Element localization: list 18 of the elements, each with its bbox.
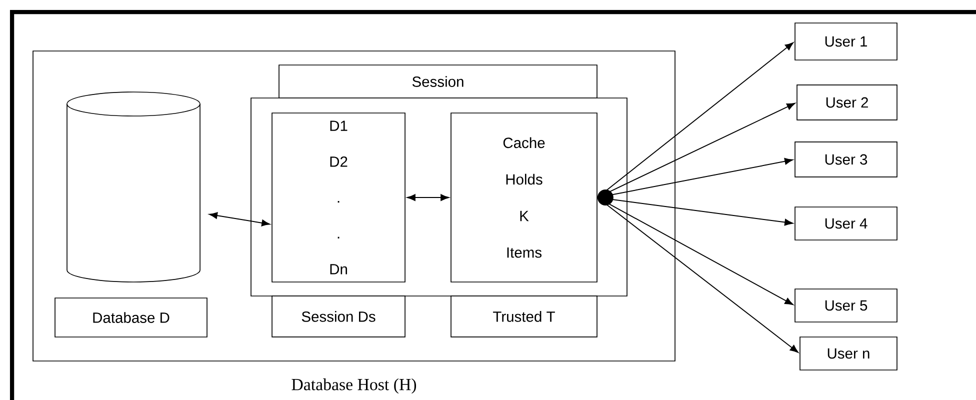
arrow (406, 194, 450, 201)
label-box: Database D (54, 298, 208, 338)
label-box: Session (278, 64, 598, 98)
database-cylinder (66, 92, 200, 282)
arrow (596, 197, 798, 353)
user-box: User 4 (794, 206, 898, 240)
list-box: D1 D2 . . Dn (272, 112, 406, 282)
user-box: User 2 (796, 84, 898, 120)
arrow (596, 42, 794, 198)
node-label: Database Host (H) (292, 378, 416, 394)
arrow (208, 212, 270, 226)
user-box: User n (800, 336, 898, 370)
label-box: Trusted T (450, 296, 598, 338)
list-box: Cache Holds K Items (450, 112, 598, 282)
user-box: User 5 (794, 288, 898, 322)
label-box: Session Ds (272, 296, 406, 338)
user-box: User 3 (794, 142, 898, 178)
user-box: User 1 (794, 22, 898, 60)
